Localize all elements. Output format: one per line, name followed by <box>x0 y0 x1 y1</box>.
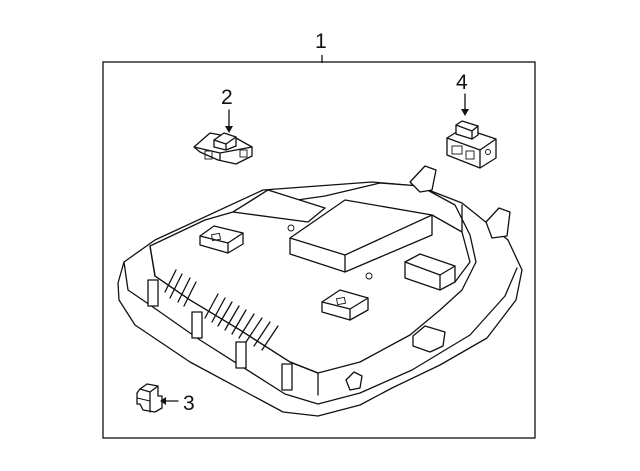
callout-2: 2 <box>221 86 233 109</box>
part-3-bulb <box>136 383 179 413</box>
diagram-frame <box>102 61 536 439</box>
part-4-socket <box>446 93 497 169</box>
part-2-bracket <box>193 109 253 165</box>
callout-4: 4 <box>456 71 468 94</box>
overhead-console-assembly <box>117 165 523 417</box>
callout-1: 1 <box>315 30 327 53</box>
callout-3: 3 <box>183 392 195 415</box>
